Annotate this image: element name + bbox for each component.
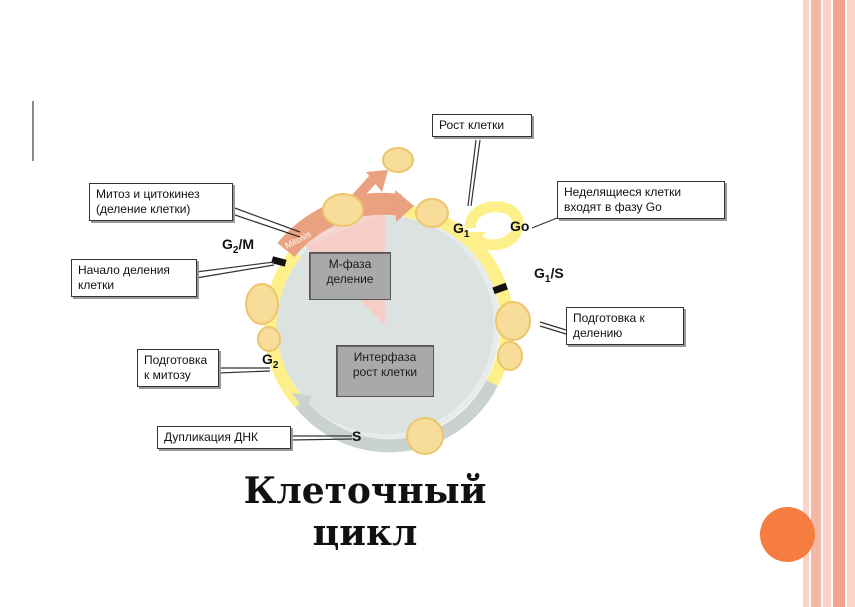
callout-cell-growth: Рост клетки <box>432 114 532 137</box>
leader-line <box>470 139 481 207</box>
callout-dna-duplication: Дупликация ДНК <box>157 426 291 449</box>
phase-box-line: М-фаза <box>328 257 372 271</box>
g0-arrowhead <box>466 232 486 246</box>
slide-title: Клеточный цикл <box>243 470 487 554</box>
callout-mitosis: Митоз и цитокинез (деление клетки) <box>89 183 233 221</box>
leader-line <box>217 370 271 374</box>
callout-line: Подготовка <box>144 353 208 367</box>
callout-line: к митозу <box>144 368 191 382</box>
callout-line: Дупликация ДНК <box>164 430 258 444</box>
cell-cycle-diagram: Mitosis <box>195 139 567 455</box>
callout-nondividing: Неделящиеся клетки входят в фазу Go <box>557 181 725 219</box>
upward-arrow <box>352 174 378 202</box>
callout-line: Митоз и цитокинез <box>96 187 200 201</box>
arc-s-phase <box>294 380 498 453</box>
leader-line <box>289 438 353 441</box>
interphase-box: Интерфаза рост клетки <box>336 345 434 397</box>
checkpoint-g1s <box>492 282 508 295</box>
slide-vertical-line <box>32 101 34 161</box>
leader-lines <box>195 139 567 441</box>
callout-line: клетки <box>78 278 115 292</box>
leader-line <box>539 321 567 331</box>
label-g2m: G2/M <box>222 236 255 256</box>
phase-box-line: деление <box>326 272 374 286</box>
leader-line <box>195 261 275 273</box>
leader-line <box>467 139 477 207</box>
callout-division-start: Начало деления клетки <box>71 259 197 297</box>
label-g1s: G1/S <box>534 265 564 285</box>
callout-line: Неделящиеся клетки <box>564 185 682 199</box>
callout-line: Начало деления <box>78 263 170 277</box>
cell <box>406 417 444 455</box>
label-go: Go <box>510 218 530 234</box>
callout-line: (деление клетки) <box>96 202 191 216</box>
callout-prep-division: Подготовка к делению <box>566 307 684 345</box>
callout-line: входят в фазу Go <box>564 200 662 214</box>
cells <box>245 147 531 455</box>
s-arc-arrowhead <box>292 393 312 412</box>
leader-line <box>231 213 301 238</box>
cell <box>415 198 449 228</box>
cell <box>245 283 279 325</box>
phase-box-line: Интерфаза <box>353 350 417 364</box>
g0-loop <box>464 201 524 251</box>
upward-arrowhead <box>366 170 388 192</box>
phase-box-line: рост клетки <box>352 365 418 379</box>
callout-prep-mitosis: Подготовка к митозу <box>137 349 219 387</box>
callout-line: делению <box>573 326 623 340</box>
leader-line <box>539 325 567 335</box>
leader-line <box>195 264 275 279</box>
orange-circle-button[interactable] <box>760 507 815 562</box>
label-g1: G1 <box>453 220 470 240</box>
leader-line <box>531 217 558 229</box>
label-s: S <box>352 428 362 444</box>
cell <box>382 147 414 173</box>
cell <box>257 326 281 352</box>
cell <box>497 341 523 371</box>
m-phase-box: М-фаза деление <box>309 252 391 300</box>
cell <box>322 193 364 227</box>
callout-line: Подготовка к <box>573 311 645 325</box>
callout-line: Рост клетки <box>439 118 505 132</box>
mitosis-arrowhead <box>395 190 414 222</box>
label-g2: G2 <box>262 351 279 371</box>
leader-line <box>231 206 301 233</box>
cell <box>495 301 531 341</box>
decorative-stripes <box>803 0 855 607</box>
checkpoint-g2m <box>271 256 287 267</box>
